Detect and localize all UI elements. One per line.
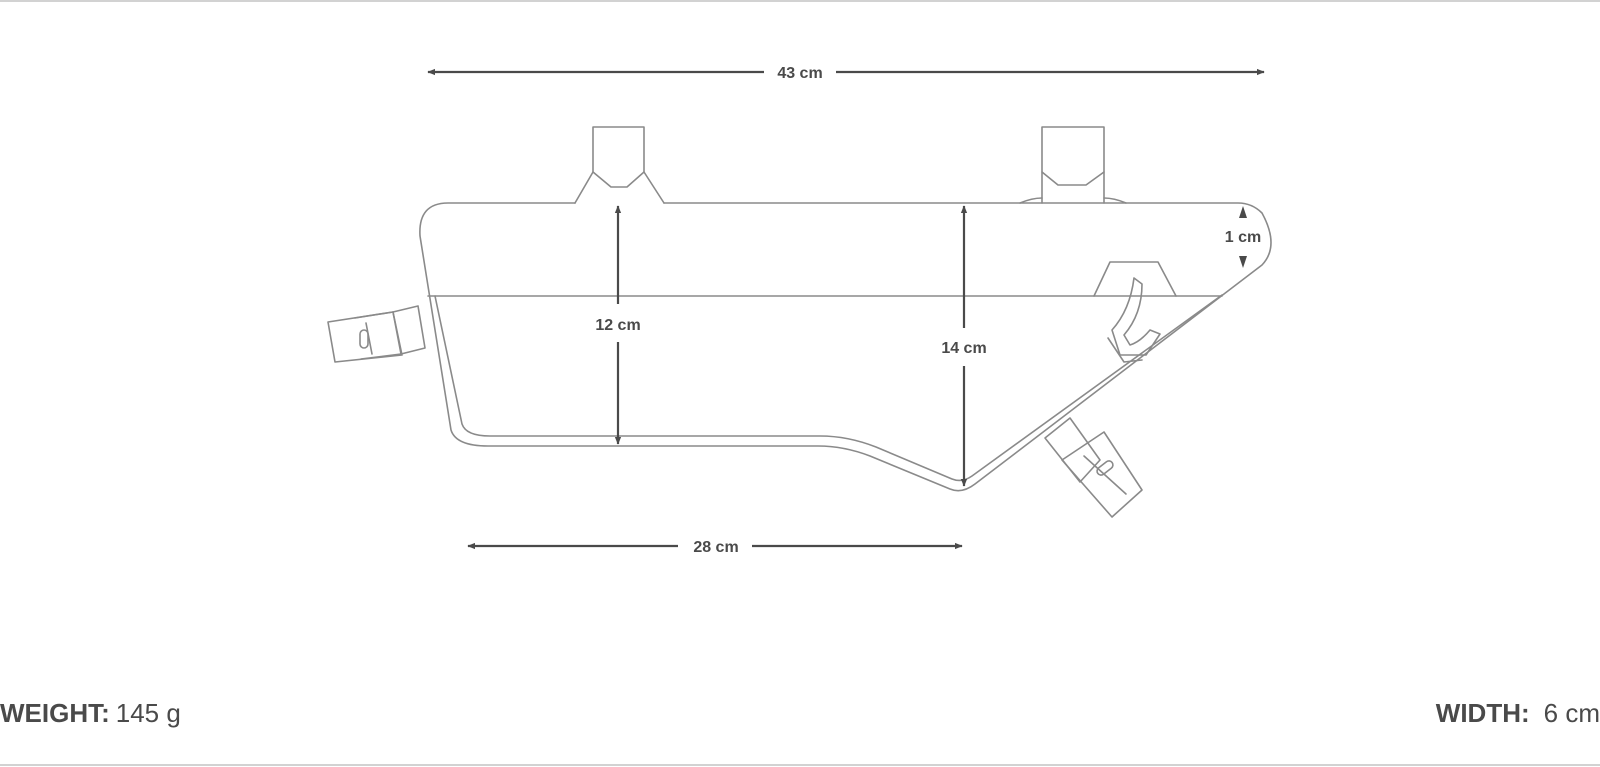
dim-overall-length: 43 cm (427, 65, 1265, 82)
lower-strap-buckle (1044, 417, 1143, 518)
left-strap-buckle (327, 305, 426, 363)
bag-inner-offset (434, 294, 1223, 482)
width-value: 6 cm (1543, 698, 1600, 728)
weight-value: 145 g (115, 698, 181, 728)
weight-spec: WEIGHT:145 g (0, 697, 181, 729)
top-divider (0, 0, 1600, 2)
down-tube-hook (1093, 261, 1177, 363)
dim-top-depth: 1 cm (1225, 206, 1261, 268)
bag-body (419, 202, 1272, 492)
dim-rear-height-label: 14 cm (941, 340, 986, 357)
front-strap-mount (574, 126, 665, 204)
dim-bottom-length: 28 cm (467, 539, 963, 556)
width-spec: WIDTH: 6 cm (1436, 697, 1600, 729)
dim-rear-height: 14 cm (941, 205, 987, 487)
dim-front-height: 12 cm (595, 205, 641, 445)
weight-label: WEIGHT: (0, 698, 110, 728)
bag-outer-outline (419, 202, 1272, 492)
bottom-divider (0, 764, 1600, 766)
dim-overall-length-label: 43 cm (777, 65, 822, 82)
dim-top-depth-label: 1 cm (1225, 229, 1261, 246)
rear-strap-mount (1019, 126, 1127, 204)
dim-top-depth-arrow-down (1239, 256, 1247, 268)
dim-bottom-length-label: 28 cm (693, 539, 738, 556)
dim-top-depth-arrow-up (1239, 206, 1247, 218)
width-label: WIDTH: (1435, 698, 1530, 728)
dim-front-height-label: 12 cm (595, 317, 640, 334)
